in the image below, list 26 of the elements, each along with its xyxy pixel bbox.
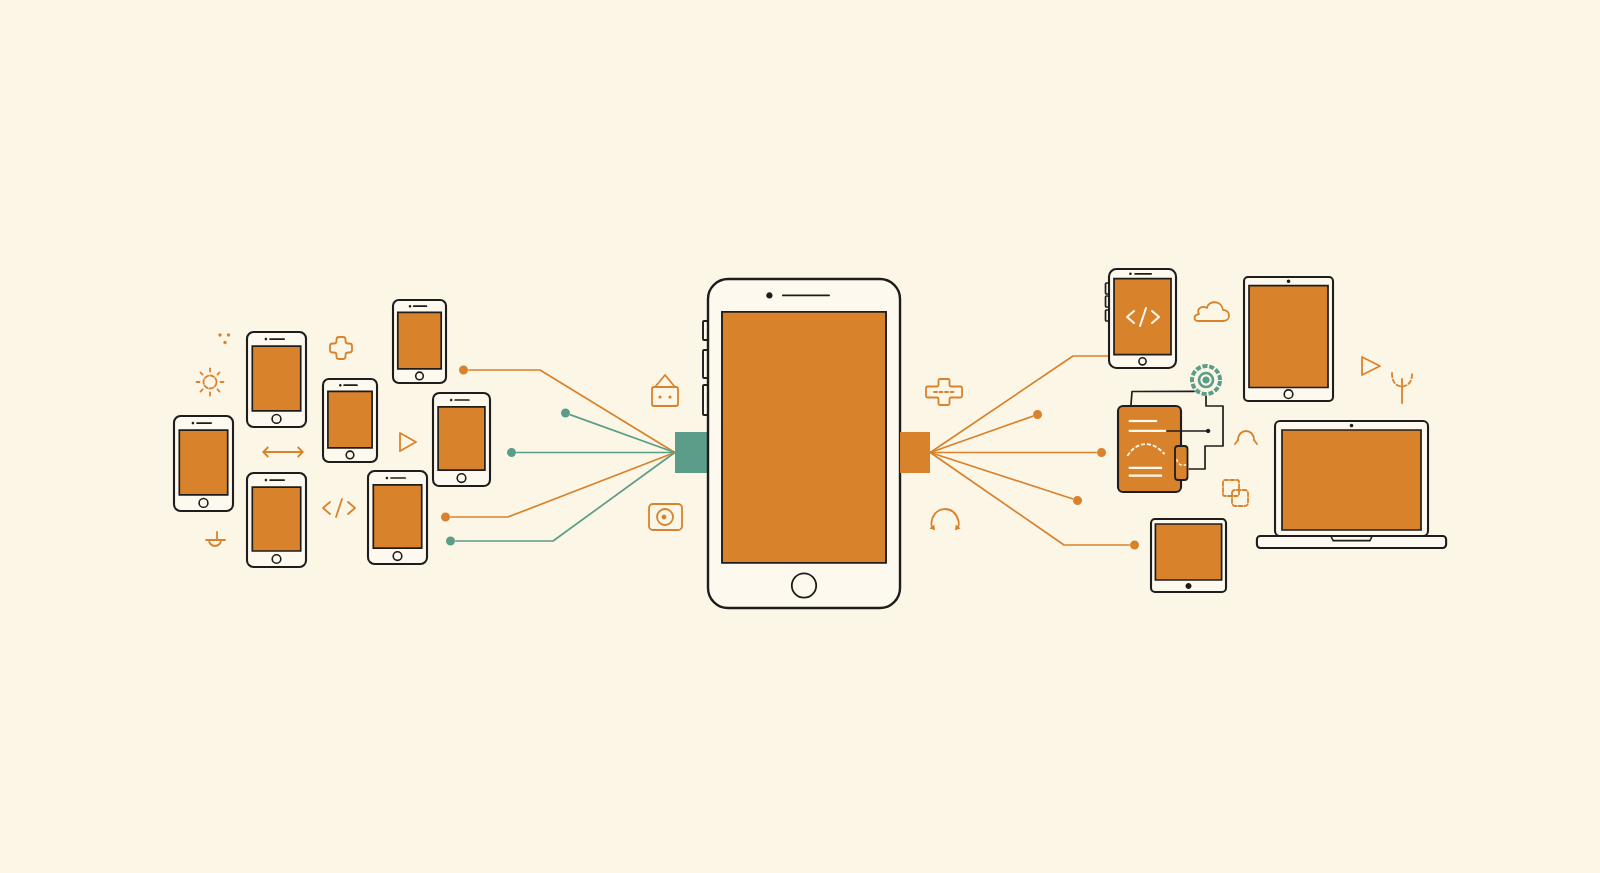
phone: [172, 414, 235, 513]
laptop: [1255, 419, 1448, 550]
gear: [1190, 364, 1222, 396]
connector-line: [1130, 390, 1196, 406]
phone: [431, 391, 492, 488]
phone: [366, 469, 429, 566]
phone: [245, 330, 308, 429]
phone: [391, 298, 448, 385]
connector-line: [929, 355, 1109, 454]
connector-line: [929, 415, 1034, 454]
phone: [1104, 267, 1178, 370]
connector-line: [929, 451, 1131, 546]
connector-line: [467, 369, 676, 454]
connector-block: [675, 432, 707, 473]
connector-line: [449, 451, 676, 518]
tablet: [1242, 275, 1335, 403]
connector-line: [1187, 395, 1224, 470]
phone: [245, 471, 308, 569]
phone: [321, 377, 379, 464]
connector-line: [454, 451, 676, 542]
phone: [702, 277, 902, 610]
connector-line: [929, 451, 1074, 500]
connector-line: [569, 413, 676, 454]
connector-block: [900, 432, 930, 473]
document: [1116, 404, 1211, 494]
tablet: [1149, 517, 1228, 594]
